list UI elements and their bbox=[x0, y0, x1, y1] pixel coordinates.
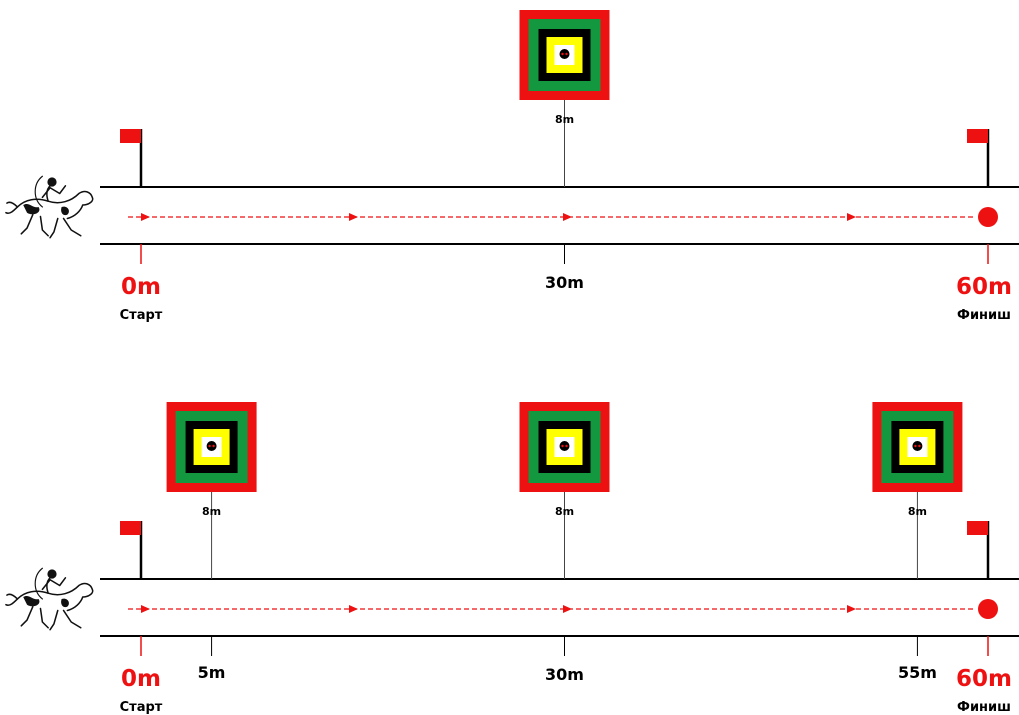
horse-archer-icon bbox=[5, 567, 94, 631]
arrow-icon bbox=[563, 605, 572, 613]
midpoint-label: 30m bbox=[545, 665, 584, 684]
finish-distance-label: 60m bbox=[956, 274, 1012, 300]
target-emblem-eye bbox=[565, 52, 568, 56]
target-emblem-eye bbox=[561, 52, 564, 56]
start-distance-label: 0m bbox=[121, 666, 161, 692]
flag-icon bbox=[120, 521, 141, 535]
target-emblem-eye bbox=[565, 444, 568, 448]
start-label: Старт bbox=[120, 308, 163, 323]
target-icon bbox=[519, 402, 610, 492]
target-emblem-eye bbox=[918, 444, 921, 448]
finish-dot-icon bbox=[978, 207, 998, 227]
target-icon bbox=[519, 10, 610, 100]
target-icon bbox=[872, 402, 963, 492]
arrow-icon bbox=[349, 605, 358, 613]
horse-archer-icon bbox=[5, 175, 94, 239]
arrow-icon bbox=[847, 605, 856, 613]
target-height-label: 8m bbox=[202, 505, 221, 518]
target-emblem-eye bbox=[208, 444, 211, 448]
target-distance-label: 55m bbox=[898, 663, 937, 682]
flag-icon bbox=[120, 129, 141, 143]
target-distance-label: 5m bbox=[198, 663, 226, 682]
target-height-label: 8m bbox=[908, 505, 927, 518]
finish-label: Финиш bbox=[957, 308, 1011, 323]
target-emblem bbox=[559, 441, 570, 451]
finish-dot-icon bbox=[978, 599, 998, 619]
target-emblem-eye bbox=[914, 444, 917, 448]
arrow-icon bbox=[847, 213, 856, 221]
arrow-icon bbox=[141, 213, 150, 221]
start-label: Старт bbox=[120, 700, 163, 715]
arrow-icon bbox=[349, 213, 358, 221]
finish-distance-label: 60m bbox=[956, 666, 1012, 692]
target-emblem-eye bbox=[561, 444, 564, 448]
flag-icon bbox=[967, 129, 988, 143]
target-emblem bbox=[912, 441, 923, 451]
start-distance-label: 0m bbox=[121, 274, 161, 300]
finish-label: Финиш bbox=[957, 700, 1011, 715]
midpoint-label: 30m bbox=[545, 273, 584, 292]
arrow-icon bbox=[563, 213, 572, 221]
target-emblem bbox=[206, 441, 217, 451]
target-height-label: 8m bbox=[555, 113, 574, 126]
target-emblem-eye bbox=[212, 444, 215, 448]
target-emblem bbox=[559, 49, 570, 59]
arrow-icon bbox=[141, 605, 150, 613]
flag-icon bbox=[967, 521, 988, 535]
target-height-label: 8m bbox=[555, 505, 574, 518]
target-icon bbox=[166, 402, 257, 492]
